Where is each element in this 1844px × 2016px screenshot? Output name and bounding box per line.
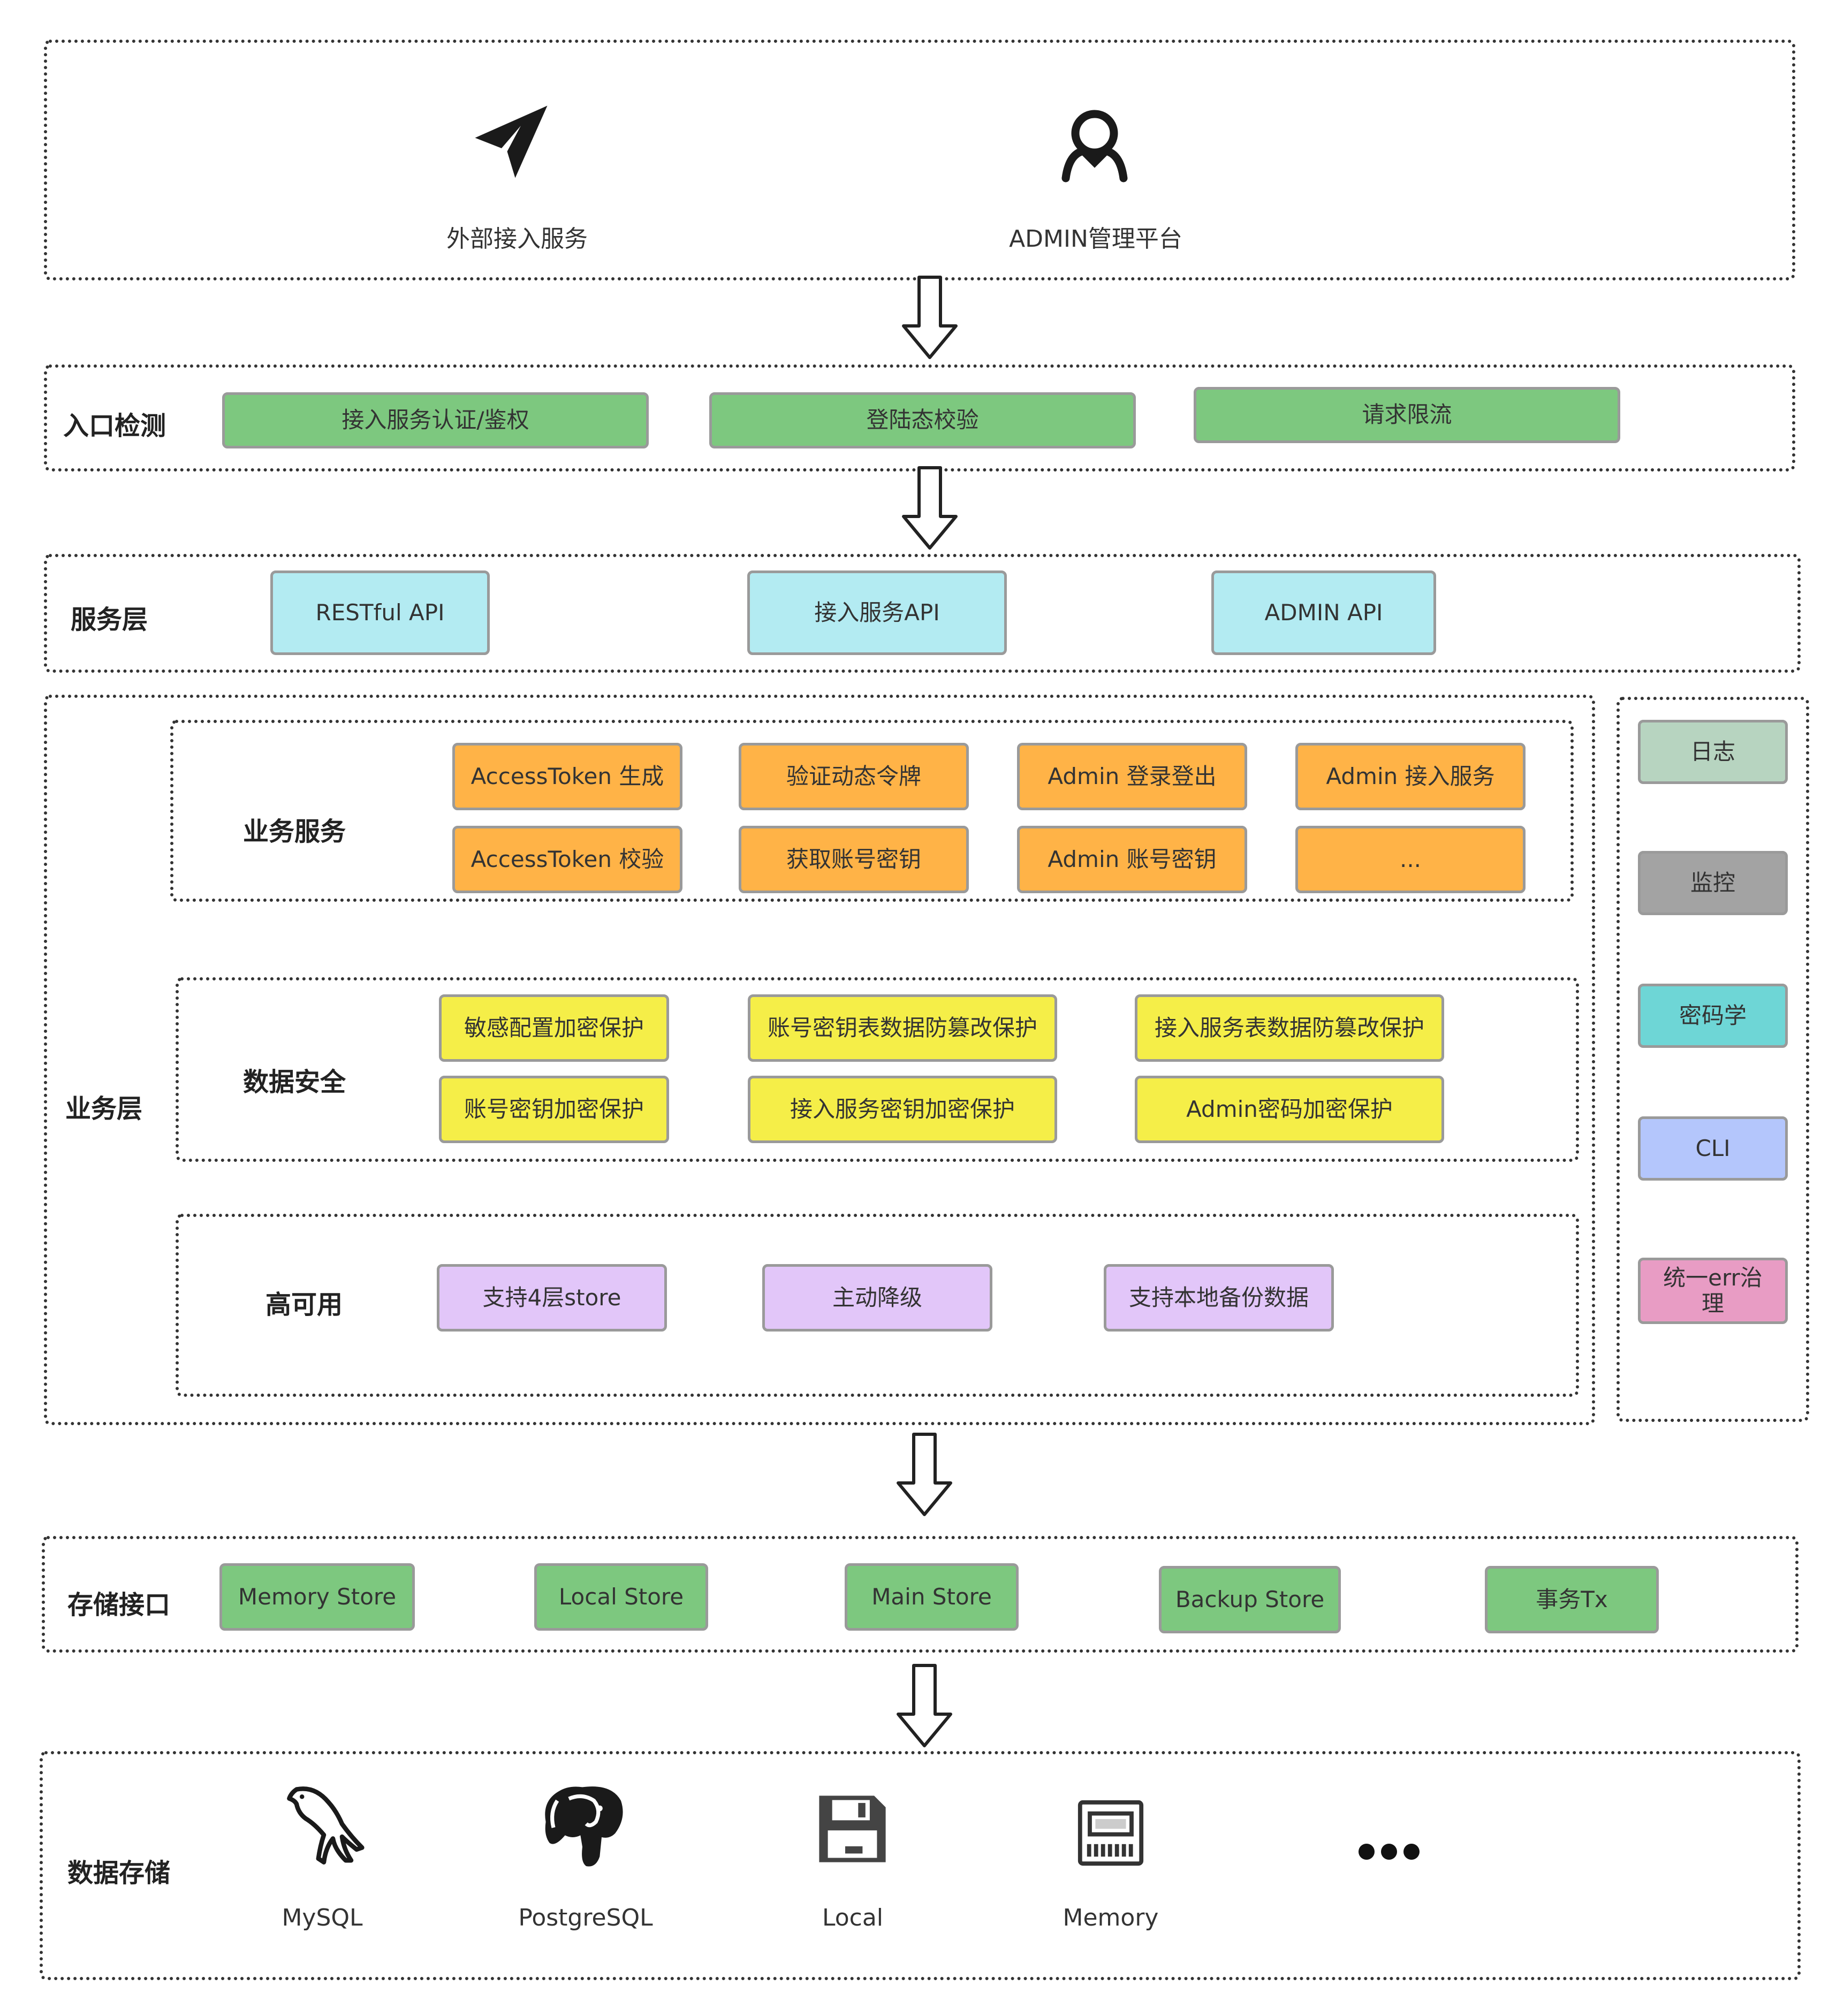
accesstoken-verify-box: AccessToken 校验 xyxy=(452,826,682,893)
data-storage-frame xyxy=(40,1751,1801,1980)
local-label: Local xyxy=(822,1904,884,1931)
down-arrow-icon xyxy=(902,466,958,550)
high-availability-frame xyxy=(176,1214,1579,1397)
admin-account-key-box: Admin 账号密钥 xyxy=(1017,826,1247,893)
accesstoken-generate-box: AccessToken 生成 xyxy=(452,743,682,810)
business-service-title: 业务服务 xyxy=(243,817,346,847)
down-arrow-icon xyxy=(902,276,958,359)
cryptography-box: 密码学 xyxy=(1638,984,1788,1048)
local-backup-box: 支持本地备份数据 xyxy=(1104,1264,1334,1332)
data-storage-title: 数据存储 xyxy=(67,1858,171,1888)
user-icon xyxy=(1061,110,1128,182)
business-layer-frame xyxy=(44,695,1595,1425)
login-check-box: 登陆态校验 xyxy=(709,392,1136,448)
down-arrow-icon xyxy=(897,1433,952,1516)
ellipsis-icon xyxy=(1359,1844,1420,1860)
rate-limit-box: 请求限流 xyxy=(1194,387,1620,443)
more-services-box: ... xyxy=(1295,826,1526,893)
account-key-encryption-box: 账号密钥加密保护 xyxy=(439,1076,669,1143)
business-layer-title: 业务层 xyxy=(65,1094,143,1124)
four-layer-store-box: 支持4层store xyxy=(437,1264,667,1332)
cli-box: CLI xyxy=(1638,1116,1788,1181)
local-store-box: Local Store xyxy=(534,1563,708,1631)
postgresql-elephant-icon xyxy=(545,1786,623,1867)
memory-store-box: Memory Store xyxy=(219,1563,415,1631)
business-service-frame xyxy=(170,720,1574,902)
admin-password-encryption-box: Admin密码加密保护 xyxy=(1135,1076,1444,1143)
side-panel-frame xyxy=(1617,697,1809,1422)
admin-api-box: ADMIN API xyxy=(1211,570,1436,655)
high-availability-title: 高可用 xyxy=(265,1290,343,1320)
entry-frame xyxy=(44,40,1795,280)
entry-label-external: 外部接入服务 xyxy=(446,225,588,253)
backup-store-box: Backup Store xyxy=(1159,1566,1341,1633)
paper-plane-icon xyxy=(475,105,548,178)
service-layer-frame xyxy=(44,554,1801,673)
verify-dynamic-token-box: 验证动态令牌 xyxy=(739,743,969,810)
storage-interface-frame xyxy=(42,1536,1799,1653)
restful-api-box: RESTful API xyxy=(270,570,490,655)
memory-chip-icon xyxy=(1077,1800,1144,1866)
get-account-key-box: 获取账号密钥 xyxy=(739,826,969,893)
entry-label-admin: ADMIN管理平台 xyxy=(1009,225,1182,253)
entry-check-title: 入口检测 xyxy=(63,411,166,441)
data-security-frame xyxy=(176,977,1579,1162)
storage-interface-title: 存储接口 xyxy=(67,1590,171,1620)
config-encryption-box: 敏感配置加密保护 xyxy=(439,994,669,1062)
admin-login-logout-box: Admin 登录登出 xyxy=(1017,743,1247,810)
mysql-label: MySQL xyxy=(282,1904,363,1931)
data-security-title: 数据安全 xyxy=(243,1067,346,1097)
transaction-tx-box: 事务Tx xyxy=(1485,1566,1659,1633)
unified-err-box: 统一err治理 xyxy=(1638,1258,1788,1324)
access-service-api-box: 接入服务API xyxy=(747,570,1007,655)
active-degrade-box: 主动降级 xyxy=(762,1264,992,1332)
memory-label: Memory xyxy=(1063,1904,1159,1931)
access-service-table-tamper-box: 接入服务表数据防篡改保护 xyxy=(1135,994,1444,1062)
floppy-disk-icon xyxy=(819,1796,886,1862)
monitor-box: 监控 xyxy=(1638,851,1788,915)
main-store-box: Main Store xyxy=(845,1563,1019,1631)
log-box: 日志 xyxy=(1638,720,1788,784)
service-layer-title: 服务层 xyxy=(71,605,148,635)
admin-access-service-box: Admin 接入服务 xyxy=(1295,743,1526,810)
access-service-key-encryption-box: 接入服务密钥加密保护 xyxy=(748,1076,1057,1143)
auth-box: 接入服务认证/鉴权 xyxy=(222,392,649,448)
postgresql-label: PostgreSQL xyxy=(518,1904,653,1931)
account-key-table-tamper-box: 账号密钥表数据防篡改保护 xyxy=(748,994,1057,1062)
mysql-dolphin-icon xyxy=(287,1786,365,1865)
down-arrow-icon xyxy=(897,1664,952,1747)
